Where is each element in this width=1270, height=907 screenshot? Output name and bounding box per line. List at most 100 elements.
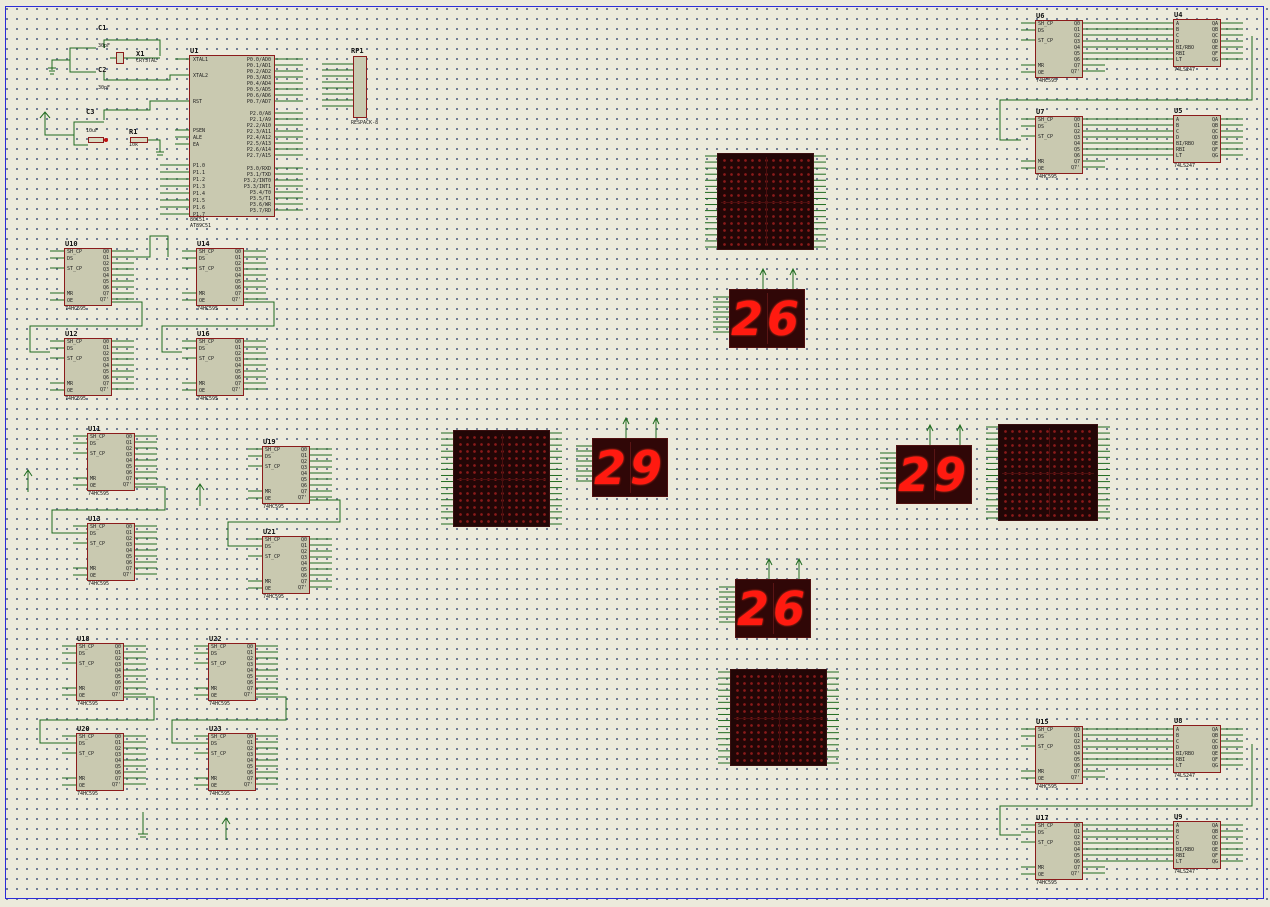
pin-label: Q7 [125,566,132,572]
pin-label: Q1 [234,255,241,261]
chip-ref: U21 [263,528,276,536]
crystal-value: CRYSTAL [136,58,158,64]
pin-label: Q5 [1073,51,1080,57]
respack-rp1[interactable] [353,56,367,118]
led-matrix-south[interactable] [730,669,827,766]
pin-label: Q7 [1073,159,1080,165]
chip-part: 74LS247 [1174,67,1196,73]
pin-label: Q6 [125,470,132,476]
chip-part: 74HC595 [77,701,99,707]
crystal-ref: X1 [136,50,145,58]
pin-label: RBI [1176,853,1186,859]
pin-label: Q0 [234,249,241,255]
pin-label: QB [1211,27,1218,33]
pin-label: C [1176,33,1180,39]
pin-label: QB [1211,829,1218,835]
crystal-x1[interactable] [116,52,124,64]
pin-label: SH_CP [1038,727,1054,733]
pin-label: C [1176,739,1180,745]
mcu-pin-label: ALE [193,135,203,141]
pin-label: QD [1211,841,1218,847]
pin-label: OE [1038,776,1045,782]
pin-label: Q1 [234,345,241,351]
chip-ref: U18 [77,635,90,643]
mcu-pin-label: P0.4/AD4 [246,81,271,87]
pin-label: QD [1211,39,1218,45]
mcu-pin-label: P0.2/AD2 [246,69,271,75]
pin-label: OE [199,388,206,394]
cap-c1-ref: C1 [98,24,107,32]
seven-segment-south[interactable]: 26 [735,579,811,638]
led-matrix-west[interactable] [453,430,550,527]
pin-label: Q3 [234,267,241,273]
pin-label: DS [1038,830,1045,836]
pin-label: Q1 [1073,123,1080,129]
resistor-r1[interactable] [130,137,148,143]
reset-button-dot [104,138,108,142]
pin-label: Q4 [114,668,121,674]
resistor-ref: R1 [129,128,138,136]
chip-part: 74HC595 [197,306,219,312]
pin-label: Q3 [300,465,307,471]
pin-label: Q0 [102,249,109,255]
pin-label: A [1176,117,1180,123]
pin-label: LT [1176,859,1183,865]
led-matrix-east[interactable] [998,424,1098,521]
pin-label: Q0 [234,339,241,345]
seven-segment-west[interactable]: 29 [592,438,668,497]
pin-label: ST_CP [67,356,83,362]
pin-label: Q3 [102,357,109,363]
pin-label: RBI [1176,147,1186,153]
pin-label: Q7' [1070,165,1080,171]
pin-label: DS [1038,124,1045,130]
chip-part: 74LS247 [1174,773,1196,779]
mcu-pin-label: P1.7 [193,212,206,218]
pin-label: Q2 [300,459,307,465]
pin-label: DS [90,531,97,537]
pin-label: SH_CP [265,447,281,453]
pin-label: MR [67,291,74,297]
pin-label: Q1 [102,345,109,351]
pin-label: LT [1176,153,1183,159]
pin-label: Q3 [234,357,241,363]
pin-label: MR [199,381,206,387]
mcu-pin-label: RST [193,99,203,105]
led-matrix-north[interactable] [717,153,814,250]
pin-label: Q2 [125,536,132,542]
seven-segment-north[interactable]: 26 [729,289,805,348]
pin-label: Q7 [1073,769,1080,775]
pin-label: B [1176,27,1180,33]
pin-label: QE [1211,141,1218,147]
mcu-pin-label: P0.6/AD6 [246,93,271,99]
pin-label: Q5 [246,764,253,770]
pin-label: Q0 [1073,117,1080,123]
pin-label: Q2 [246,656,253,662]
pin-label: D [1176,745,1180,751]
seven-segment-east[interactable]: 29 [896,445,972,504]
pin-label: A [1176,823,1180,829]
reset-button[interactable] [88,137,104,143]
pin-label: MR [199,291,206,297]
pin-label: DS [199,346,206,352]
